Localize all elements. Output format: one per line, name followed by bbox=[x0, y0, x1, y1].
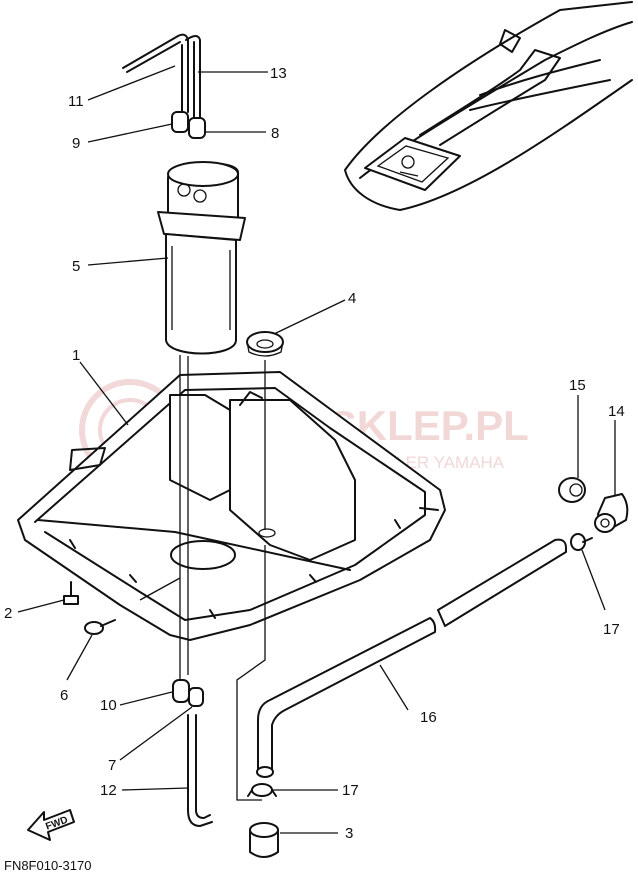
screw-2 bbox=[63, 581, 79, 605]
callout-14: 14 bbox=[608, 403, 625, 420]
fitting-14 bbox=[594, 493, 629, 533]
callout-5: 5 bbox=[72, 258, 80, 275]
grommet-4 bbox=[246, 331, 284, 357]
hull-tray-1 bbox=[17, 371, 446, 641]
callout-11: 11 bbox=[68, 93, 84, 110]
clamp-17-upper bbox=[570, 533, 593, 551]
cap-15 bbox=[558, 477, 586, 503]
callout-8: 8 bbox=[271, 125, 279, 142]
callout-1: 1 bbox=[72, 347, 80, 364]
callout-9: 9 bbox=[72, 135, 80, 152]
caps-7-10 bbox=[172, 679, 204, 707]
callout-17-upper: 17 bbox=[603, 621, 620, 638]
callout-13: 13 bbox=[270, 65, 287, 82]
callout-4: 4 bbox=[348, 290, 356, 307]
clamp-17-lower bbox=[247, 783, 277, 797]
callout-6: 6 bbox=[60, 687, 68, 704]
fwd-arrow-icon: FWD bbox=[27, 809, 75, 841]
leader-lines bbox=[17, 65, 616, 834]
caps-8-9 bbox=[171, 111, 206, 139]
callout-3: 3 bbox=[345, 825, 353, 842]
callout-15: 15 bbox=[569, 377, 586, 394]
callout-10: 10 bbox=[100, 697, 117, 714]
drain-pipe-12 bbox=[187, 714, 213, 827]
screw-6 bbox=[84, 619, 116, 635]
reference-code: FN8F010-3170 bbox=[4, 858, 91, 873]
callout-2: 2 bbox=[4, 605, 12, 622]
fwd-label: FWD bbox=[44, 815, 69, 833]
callout-7: 7 bbox=[108, 757, 116, 774]
hose-16 bbox=[256, 538, 567, 778]
vent-pipes-11-13 bbox=[122, 33, 201, 119]
callout-labels: 11 13 9 8 5 4 1 2 6 10 7 12 15 14 17 16 … bbox=[4, 65, 625, 842]
plug-3 bbox=[249, 822, 279, 858]
assembly-lines bbox=[139, 355, 266, 801]
callout-12: 12 bbox=[100, 782, 117, 799]
callout-17-lower: 17 bbox=[342, 782, 359, 799]
water-separator-5 bbox=[157, 161, 246, 355]
callout-16: 16 bbox=[420, 709, 437, 726]
watercraft-hull-inset bbox=[344, 1, 633, 211]
